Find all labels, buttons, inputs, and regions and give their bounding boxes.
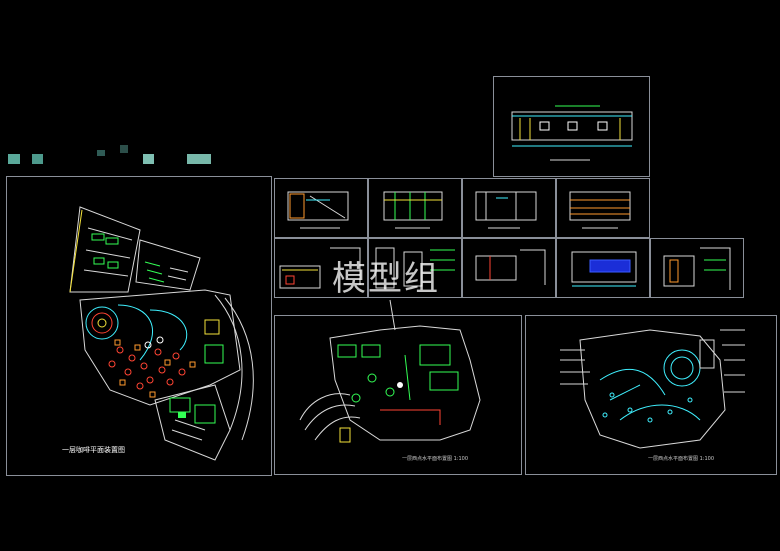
layer-swatch-4 bbox=[120, 145, 128, 153]
watermark-text: 模型组 bbox=[332, 259, 440, 299]
detail-frame-3[interactable] bbox=[462, 178, 556, 238]
detail-frame-5[interactable] bbox=[274, 238, 368, 298]
plan-b-frame[interactable] bbox=[274, 315, 522, 475]
detail-row-1-drawings bbox=[287, 191, 631, 229]
plan-c-drawing bbox=[560, 329, 745, 449]
detail-frame-7[interactable] bbox=[462, 238, 556, 298]
detail-row-2-drawings bbox=[279, 247, 731, 290]
main-plan-drawing bbox=[69, 206, 254, 461]
detail-frame-6[interactable] bbox=[368, 238, 462, 298]
detail-frame-2[interactable] bbox=[368, 178, 462, 238]
elevation-top-frame[interactable] bbox=[493, 76, 650, 177]
detail-frame-4[interactable] bbox=[556, 178, 650, 238]
plan-b-caption: 一层西点水平面布置图 1:100 bbox=[402, 456, 468, 462]
layer-swatch-6 bbox=[187, 154, 211, 164]
layer-swatch-3 bbox=[97, 150, 105, 156]
plan-c-caption: 一层西点水平面布置图 1:100 bbox=[648, 456, 714, 462]
plan-c-frame[interactable] bbox=[525, 315, 777, 475]
layer-swatch-5 bbox=[143, 154, 154, 164]
detail-frame-9[interactable] bbox=[650, 238, 744, 298]
detail-frame-1[interactable] bbox=[274, 178, 368, 238]
plan-b-drawing bbox=[299, 299, 481, 443]
elevation-top-drawing bbox=[511, 105, 633, 161]
layer-swatch-2 bbox=[32, 154, 43, 164]
detail-frame-8[interactable] bbox=[556, 238, 650, 298]
layer-swatch-1 bbox=[8, 154, 20, 164]
main-plan-frame[interactable] bbox=[6, 176, 272, 476]
main-plan-caption: 一层咖啡平面装置图 bbox=[62, 446, 125, 454]
